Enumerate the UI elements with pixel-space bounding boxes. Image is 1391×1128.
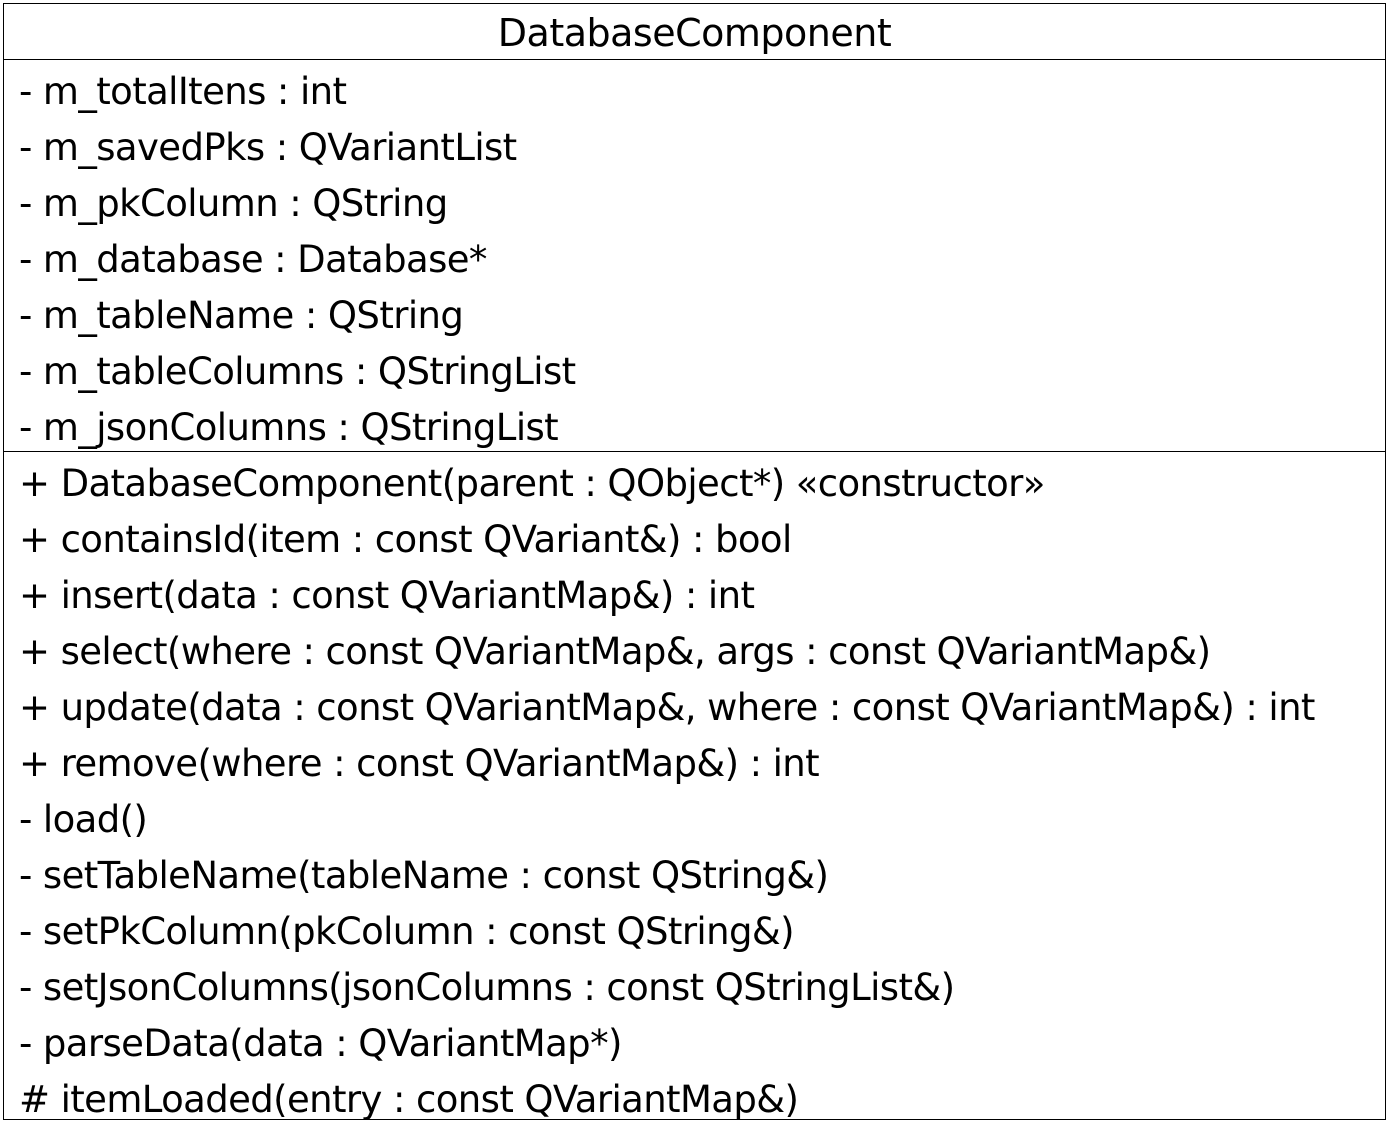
operation: # itemLoaded(entry : const QVariantMap&) (19, 1078, 799, 1121)
operation: + insert(data : const QVariantMap&) : in… (19, 574, 755, 617)
attributes-compartment: - m_totalItens : int - m_savedPks : QVar… (4, 60, 1385, 452)
uml-class-box: DatabaseComponent - m_totalItens : int -… (3, 3, 1386, 1121)
operation: - parseData(data : QVariantMap*) (19, 1022, 622, 1065)
attribute: - m_pkColumn : QString (19, 182, 448, 225)
attribute: - m_database : Database* (19, 238, 487, 281)
operation: + DatabaseComponent(parent : QObject*) «… (19, 462, 1045, 505)
operation: + select(where : const QVariantMap&, arg… (19, 630, 1211, 673)
operation: - setTableName(tableName : const QString… (19, 854, 829, 897)
attribute: - m_tableColumns : QStringList (19, 350, 576, 393)
attribute: - m_savedPks : QVariantList (19, 126, 517, 169)
operation: - setJsonColumns(jsonColumns : const QSt… (19, 966, 955, 1009)
operation: - load() (19, 798, 148, 841)
operation: + remove(where : const QVariantMap&) : i… (19, 742, 820, 785)
operation: + containsId(item : const QVariant&) : b… (19, 518, 792, 561)
operation: - setPkColumn(pkColumn : const QString&) (19, 910, 795, 953)
attribute: - m_jsonColumns : QStringList (19, 406, 559, 449)
operation: + update(data : const QVariantMap&, wher… (19, 686, 1315, 729)
operations-compartment: + DatabaseComponent(parent : QObject*) «… (4, 452, 1385, 1128)
class-name: DatabaseComponent (4, 4, 1385, 60)
attribute: - m_tableName : QString (19, 294, 464, 337)
attribute: - m_totalItens : int (19, 70, 347, 113)
